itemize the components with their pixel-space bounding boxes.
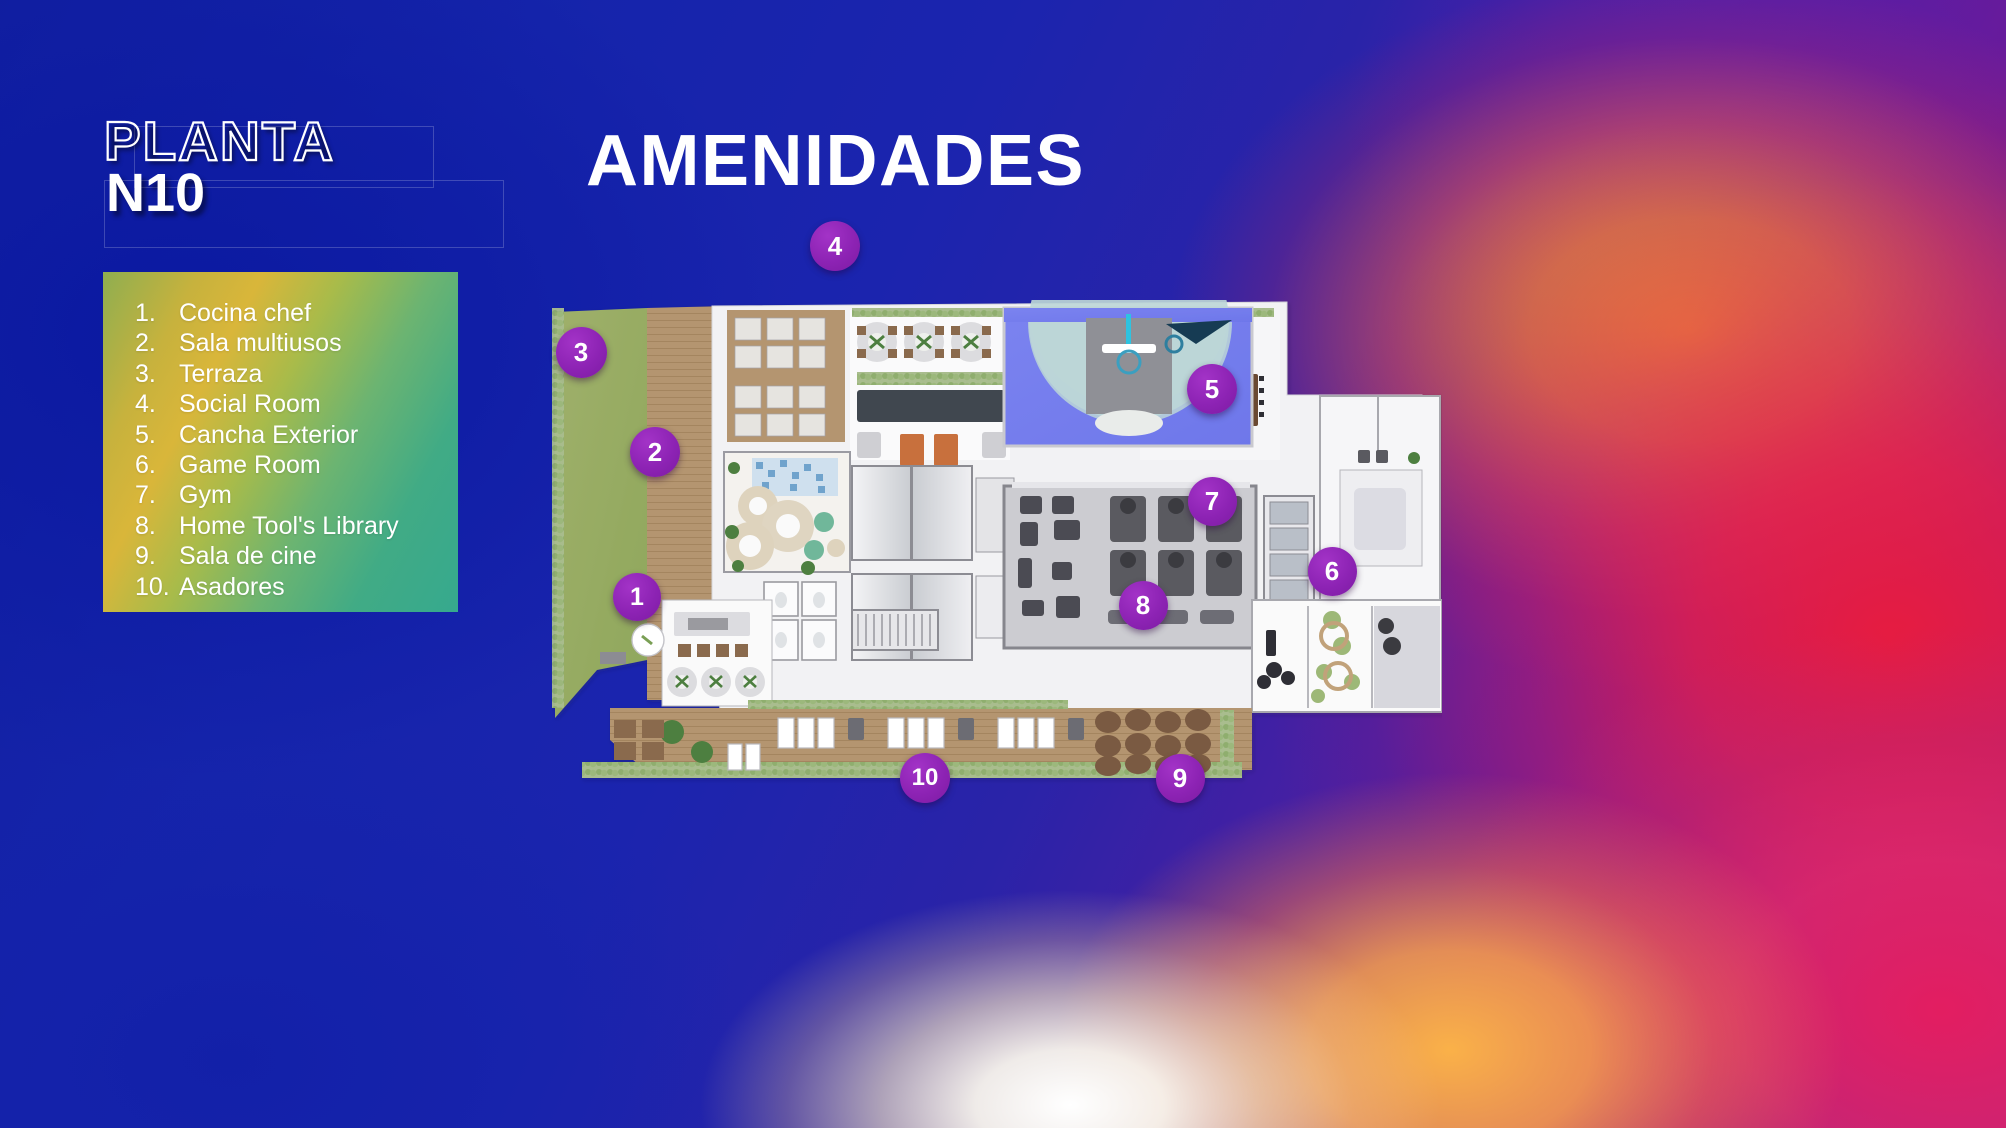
marker-2[interactable]: 2: [630, 427, 680, 477]
legend-item: 8. Home Tool's Library: [135, 511, 458, 541]
marker-1[interactable]: 1: [613, 573, 661, 621]
legend-item: 7. Gym: [135, 480, 458, 510]
marker-9[interactable]: 9: [1155, 753, 1205, 803]
legend-item-label: Cancha Exterior: [179, 420, 359, 449]
marker-7[interactable]: 7: [1187, 476, 1237, 526]
legend-item: 9. Sala de cine: [135, 541, 458, 571]
legend-item-label: Cocina chef: [179, 299, 312, 327]
legend-item: 6. Game Room: [135, 450, 458, 480]
legend-item-number: 10.: [135, 572, 170, 601]
legend-item: 1. Cocina chef: [135, 298, 458, 328]
slide-eyebrow-header: PLANTA N10: [103, 112, 524, 248]
floorplan-svg: [552, 300, 1442, 778]
marker-4[interactable]: 4: [810, 221, 860, 271]
legend-item-label: Home Tool's Library: [179, 511, 399, 540]
marker-label: 7: [1204, 486, 1220, 516]
marker-8[interactable]: 8: [1118, 580, 1168, 630]
legend-item-number: 8.: [135, 511, 156, 540]
legend-item: 5. Cancha Exterior: [135, 420, 458, 450]
legend-item-label: Game Room: [179, 451, 321, 480]
marker-label: 2: [647, 437, 663, 467]
eyebrow-subtitle: N10: [106, 163, 206, 223]
marker-5[interactable]: 5: [1187, 364, 1237, 414]
floorplan-render: [552, 300, 1442, 785]
legend-item-label: Asadores: [179, 572, 285, 601]
eyebrow-title: PLANTA: [103, 110, 335, 172]
legend-item-label: Gym: [179, 481, 232, 510]
legend-item-number: 1.: [135, 299, 156, 327]
legend-item-number: 6.: [135, 451, 156, 480]
marker-label: 1: [630, 582, 644, 611]
legend-item-label: Terraza: [179, 359, 263, 388]
marker-6[interactable]: 6: [1307, 546, 1357, 596]
legend-item-number: 5.: [135, 420, 156, 449]
legend-item: 2. Sala multiusos: [135, 328, 458, 358]
floorplan-image: [552, 300, 1442, 785]
legend-item-number: 7.: [135, 481, 156, 510]
legend-item-number: 9.: [135, 542, 156, 571]
legend-item-label: Sala multiusos: [179, 329, 342, 358]
marker-label: 3: [573, 337, 589, 367]
legend-item-number: 3.: [135, 359, 156, 388]
marker-label: 8: [1135, 590, 1151, 620]
marker-label: 5: [1204, 374, 1220, 404]
decorative-outline-rect-bottom: [104, 180, 504, 248]
marker-label: 10: [911, 764, 939, 791]
legend-item-number: 2.: [135, 329, 156, 358]
marker-3[interactable]: 3: [555, 326, 607, 378]
page-title: AMENIDADES: [586, 121, 1086, 201]
legend-item: 4. Social Room: [135, 389, 458, 419]
legend-item: 10. Asadores: [135, 572, 458, 602]
legend-item-label: Sala de cine: [179, 542, 317, 571]
legend-item: 3. Terraza: [135, 359, 458, 389]
marker-10[interactable]: 10: [900, 753, 950, 803]
legend-item-label: Social Room: [179, 390, 321, 419]
marker-label: 4: [827, 231, 843, 261]
decorative-outline-rect-top: [134, 126, 434, 188]
marker-label: 9: [1172, 763, 1188, 793]
legend-item-number: 4.: [135, 390, 156, 419]
marker-label: 6: [1324, 556, 1340, 586]
